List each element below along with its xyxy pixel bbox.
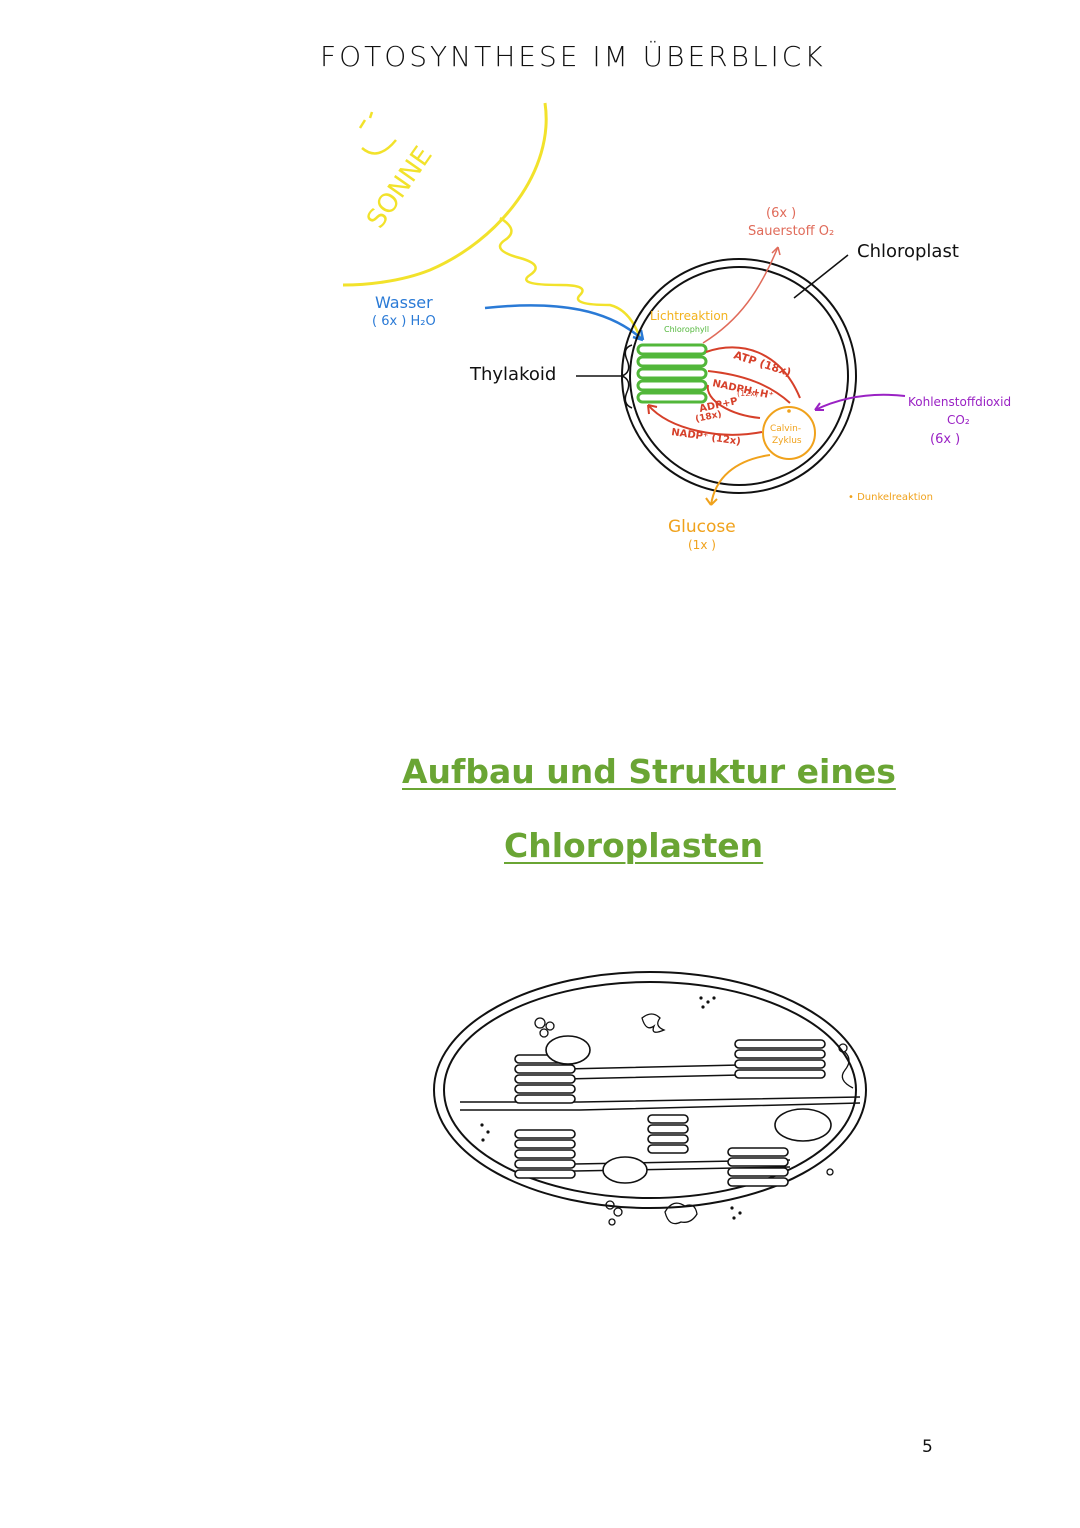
nadp-label: NADP⁺ (12x) xyxy=(671,427,742,448)
nadph-count: (12x) xyxy=(737,389,758,398)
calvin-label-line2: Zyklus xyxy=(772,436,802,446)
co2-arrow xyxy=(814,393,906,411)
dark-reaction-marker xyxy=(787,409,791,413)
light-ray xyxy=(498,216,642,339)
grana-stack xyxy=(636,343,708,404)
co2-count: (6x ) xyxy=(930,432,960,447)
outer-membrane xyxy=(433,971,867,1209)
co2-label: Kohlenstoffdioxid xyxy=(908,395,1011,409)
chloroplast-structure-illustration xyxy=(433,971,867,1226)
adp-count: (18x) xyxy=(695,410,723,425)
oxygen-count: (6x ) xyxy=(766,206,796,221)
section-heading-line2: Chloroplasten xyxy=(504,826,764,865)
chloroplast-pointer xyxy=(793,254,849,299)
glucose-arrow xyxy=(710,454,771,506)
chlorophyll-label: Chlorophyll xyxy=(664,325,709,334)
sun-smile xyxy=(361,139,397,155)
grana-stacks xyxy=(514,1039,826,1187)
water-label: Wasser xyxy=(375,293,433,312)
chloroplast-label: Chloroplast xyxy=(857,241,959,262)
nadp-arrow xyxy=(647,404,763,436)
inner-membrane xyxy=(443,981,857,1199)
oxygen-arrow xyxy=(702,246,779,344)
calvin-cycle-circle xyxy=(762,406,816,460)
co2-formula: CO₂ xyxy=(947,413,970,427)
light-reaction-label: Lichtreaktion xyxy=(650,309,728,323)
page-number: 5 xyxy=(922,1437,933,1457)
sun-eyes xyxy=(358,111,374,129)
sun-label: SONNE xyxy=(361,141,439,234)
nadph-arrow xyxy=(707,370,791,404)
chloroplast-inner-membrane xyxy=(629,266,849,486)
plastoglobuli xyxy=(534,1013,854,1226)
glucose-count: (1x ) xyxy=(688,538,716,552)
page-title: FOTOSYNTHESE IM ÜBERBLICK xyxy=(320,40,826,73)
atp-label: ATP (18x) xyxy=(732,348,793,379)
sun-arc xyxy=(342,102,548,287)
oxygen-label: Sauerstoff O₂ xyxy=(748,224,834,239)
water-arrow xyxy=(484,304,644,341)
calvin-label-line1: Calvin- xyxy=(770,424,801,434)
adp-arrow xyxy=(706,384,761,419)
ribosomes xyxy=(480,996,742,1220)
chloroplast-outer-membrane xyxy=(621,258,857,494)
photosynthesis-overview-diagram: SONNE Wasser ( 6x ) H₂O Thylakoid Chloro… xyxy=(342,102,1011,552)
section-heading-line1: Aufbau und Struktur eines xyxy=(402,752,896,791)
glucose-label: Glucose xyxy=(668,517,736,537)
dark-reaction-label: • Dunkelreaktion xyxy=(848,492,933,503)
water-formula: ( 6x ) H₂O xyxy=(372,314,436,329)
thylakoid-label: Thylakoid xyxy=(469,364,556,385)
starch-granules xyxy=(545,1035,832,1184)
atp-arrow xyxy=(705,346,801,399)
